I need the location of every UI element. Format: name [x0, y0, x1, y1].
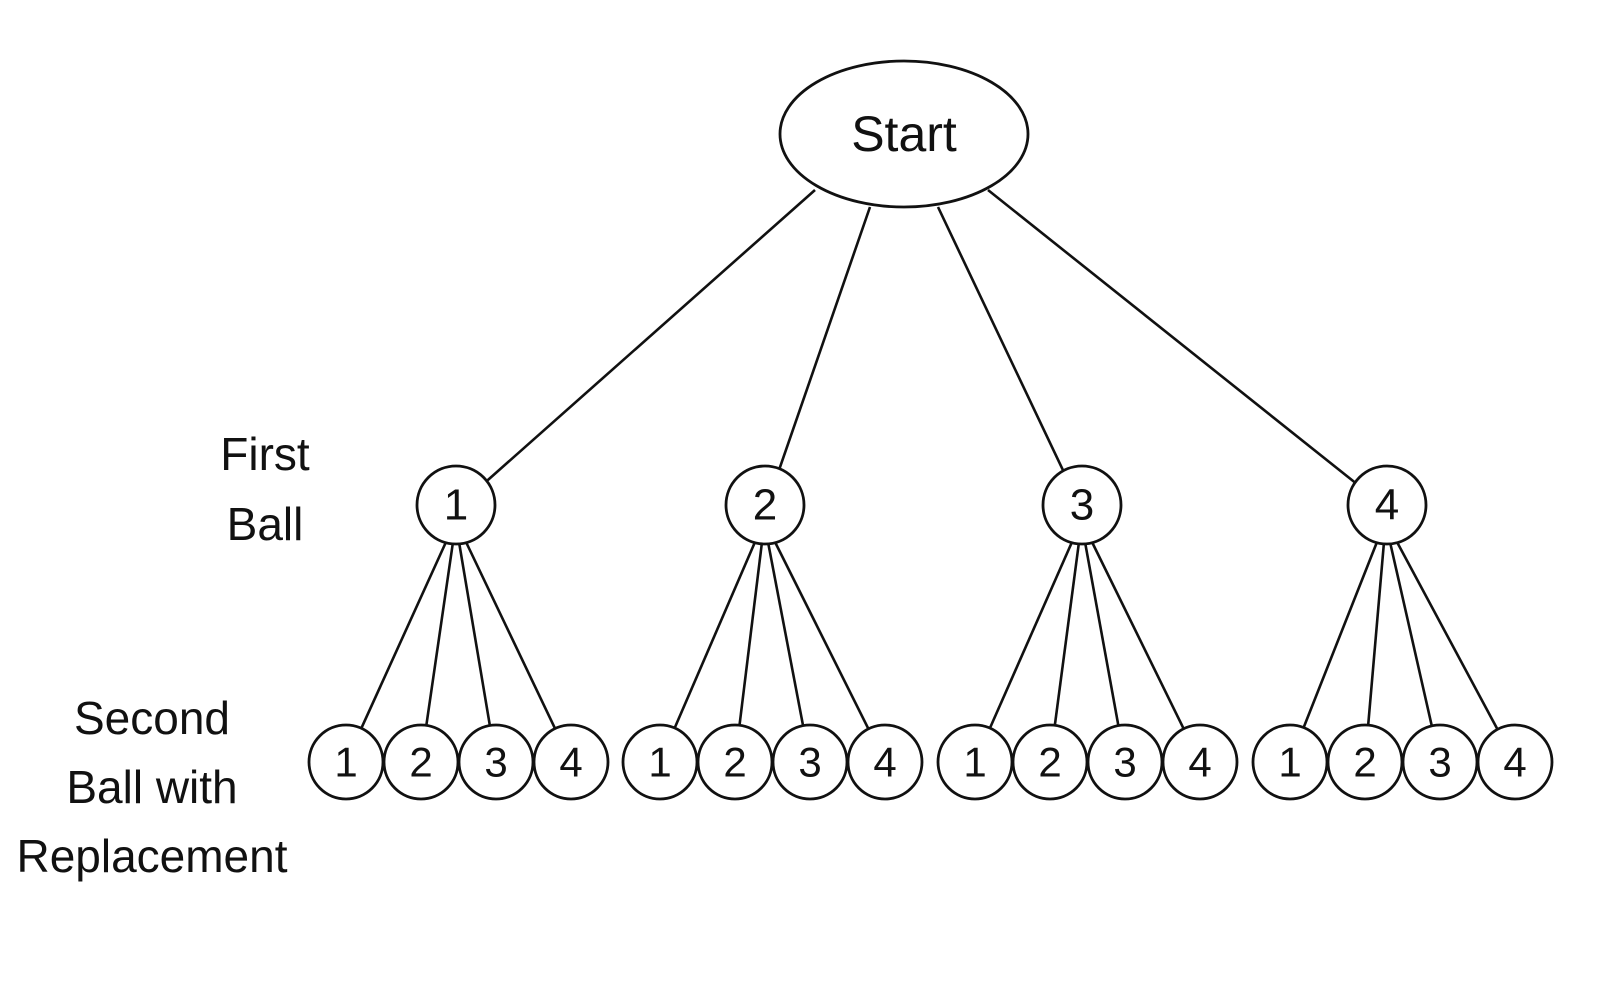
first-ball-node-2: 2 — [724, 464, 806, 546]
second-ball-label: 4 — [1503, 739, 1526, 786]
first-ball-label: 4 — [1375, 481, 1399, 530]
second-ball-circle — [532, 723, 610, 801]
edge-start-to-3 — [936, 206, 1067, 475]
second-ball-node-2-3: 3 — [771, 723, 849, 801]
second-ball-node-2-4: 4 — [846, 723, 924, 801]
second-ball-level-label-line: Second — [74, 692, 230, 744]
first-ball-label: 2 — [753, 481, 777, 530]
second-ball-node-3-4: 4 — [1161, 723, 1239, 801]
first-ball-node-3: 3 — [1041, 464, 1123, 546]
first-ball-level-label-line: Ball — [227, 498, 304, 550]
first-ball-level-label-line: First — [220, 428, 310, 480]
edge-4-to-4 — [1395, 541, 1499, 731]
first-ball-circle — [1041, 464, 1123, 546]
second-ball-label: 2 — [723, 739, 746, 786]
second-ball-node-1-4: 4 — [532, 723, 610, 801]
edge-2-to-3 — [766, 541, 805, 726]
second-ball-node-3-1: 1 — [936, 723, 1014, 801]
edge-start-to-4 — [987, 188, 1359, 487]
second-ball-label: 3 — [798, 739, 821, 786]
second-ball-label: 2 — [409, 739, 432, 786]
first-ball-node-1: 1 — [415, 464, 497, 546]
edges-layer — [360, 188, 1499, 731]
second-ball-label: 4 — [1188, 739, 1211, 786]
second-ball-node-3-2: 2 — [1011, 723, 1089, 801]
second-ball-level-label-line: Replacement — [16, 830, 287, 882]
edge-start-to-1 — [482, 189, 816, 485]
edge-3-to-3 — [1083, 541, 1120, 726]
edge-2-to-1 — [673, 541, 757, 729]
edge-4-to-1 — [1302, 541, 1379, 729]
second-ball-node-3-3: 3 — [1086, 723, 1164, 801]
second-ball-label: 4 — [559, 739, 582, 786]
second-ball-circle — [846, 723, 924, 801]
edge-1-to-2 — [425, 541, 455, 726]
start-node: Start — [778, 59, 1030, 209]
edge-3-to-1 — [988, 541, 1074, 729]
second-ball-circle — [1476, 723, 1554, 801]
first-ball-circle — [724, 464, 806, 546]
start-node-shape — [778, 59, 1030, 209]
edge-4-to-2 — [1366, 541, 1386, 726]
second-ball-label: 1 — [963, 739, 986, 786]
second-ball-label: 4 — [873, 739, 896, 786]
second-ball-node-4-3: 3 — [1401, 723, 1479, 801]
second-ball-level-label-line: Ball with — [66, 761, 237, 813]
second-ball-node-4-4: 4 — [1476, 723, 1554, 801]
edge-2-to-4 — [773, 541, 870, 730]
edge-1-to-4 — [464, 541, 557, 730]
edge-3-to-4 — [1090, 541, 1185, 730]
edge-3-to-2 — [1053, 541, 1081, 726]
start-node-label: Start — [851, 106, 957, 162]
second-ball-circle — [1161, 723, 1239, 801]
second-ball-label: 2 — [1353, 739, 1376, 786]
second-ball-node-2-1: 1 — [621, 723, 699, 801]
second-ball-label: 2 — [1038, 739, 1061, 786]
second-ball-node-1-3: 3 — [457, 723, 535, 801]
edge-start-to-2 — [776, 206, 872, 473]
second-ball-label: 1 — [334, 739, 357, 786]
first-ball-label: 1 — [444, 481, 468, 530]
second-ball-label: 3 — [484, 739, 507, 786]
second-ball-node-1-1: 1 — [307, 723, 385, 801]
second-ball-node-4-1: 1 — [1251, 723, 1329, 801]
edge-1-to-3 — [457, 541, 492, 726]
second-ball-node-4-2: 2 — [1326, 723, 1404, 801]
first-ball-circle — [415, 464, 497, 546]
edge-2-to-2 — [738, 541, 764, 726]
nodes-layer: Start 1 1 2 3 4 2 1 2 3 4 3 1 2 3 4 4 1 2 3 4 — [307, 59, 1554, 801]
edge-1-to-1 — [360, 541, 448, 729]
second-ball-node-1-2: 2 — [382, 723, 460, 801]
second-ball-label: 3 — [1428, 739, 1451, 786]
second-ball-label: 3 — [1113, 739, 1136, 786]
first-ball-label: 3 — [1070, 481, 1094, 530]
second-ball-label: 1 — [648, 739, 671, 786]
second-ball-node-2-2: 2 — [696, 723, 774, 801]
second-ball-label: 1 — [1278, 739, 1301, 786]
edge-4-to-3 — [1388, 541, 1434, 727]
first-ball-circle — [1346, 464, 1428, 546]
first-ball-node-4: 4 — [1346, 464, 1428, 546]
